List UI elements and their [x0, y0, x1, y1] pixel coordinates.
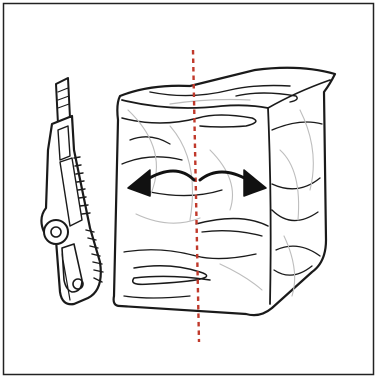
illustration-canvas [0, 0, 377, 378]
instruction-illustration [0, 0, 377, 378]
